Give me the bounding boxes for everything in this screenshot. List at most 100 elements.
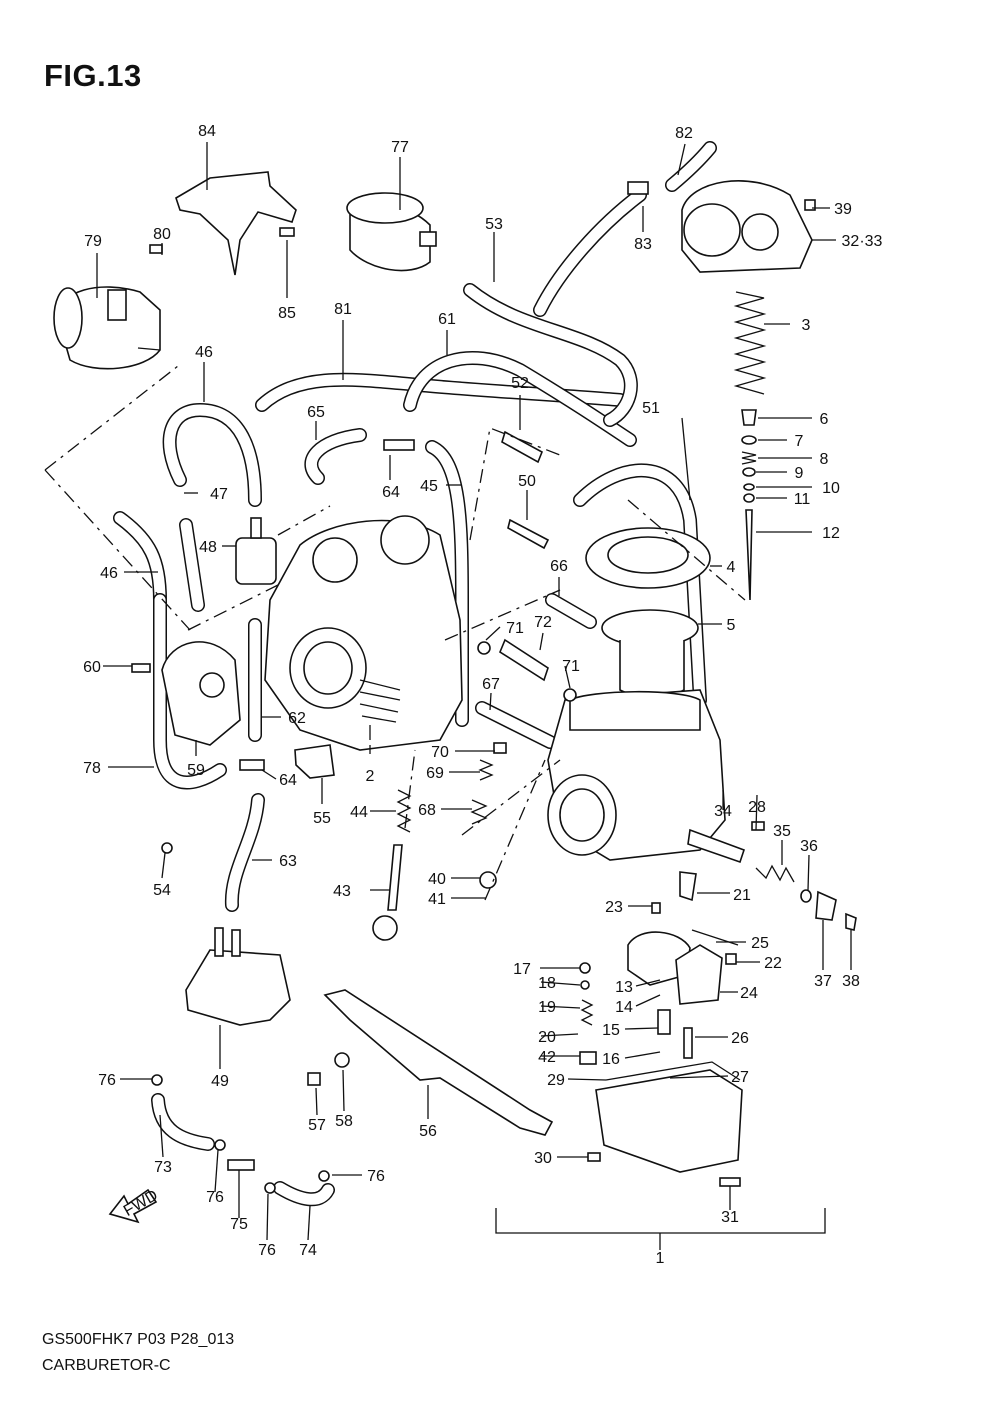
- callout-label: 78: [83, 760, 101, 777]
- callout-label: 27: [731, 1069, 749, 1086]
- callout-label: 41: [428, 891, 446, 908]
- callout-label: 50: [518, 473, 536, 490]
- solenoid-valve-49: [185, 927, 291, 1026]
- assembly-guide-lines: [44, 365, 746, 901]
- fwd-label: FWD: [121, 1187, 161, 1220]
- callout-label: 17: [513, 961, 531, 978]
- callout-label: 85: [278, 305, 296, 322]
- callout-label: 68: [418, 802, 436, 819]
- callout-label: 65: [307, 404, 325, 421]
- callout-label: 3: [802, 317, 811, 334]
- float-bowl-29: [595, 1061, 743, 1173]
- callout-label: 11: [794, 491, 811, 508]
- callout-label: 77: [391, 139, 409, 156]
- callout-label: 70: [431, 744, 449, 761]
- hose-74: [273, 1181, 335, 1207]
- callout-label: 55: [313, 810, 331, 827]
- diagram-code: GS500FHK7 P03 P28_013: [42, 1331, 235, 1348]
- bracket-56: [323, 989, 554, 1136]
- callout-label: 35: [773, 823, 791, 840]
- callout-label: 82: [675, 125, 693, 142]
- callout-label: 56: [419, 1123, 437, 1140]
- callout-label: 75: [230, 1216, 248, 1233]
- callout-label: 21: [733, 887, 751, 904]
- callout-label: 16: [602, 1051, 620, 1068]
- callout-label: 69: [426, 765, 444, 782]
- callout-label: 30: [534, 1150, 552, 1167]
- float-24: [627, 931, 723, 1005]
- carburetor-top-cap: [681, 180, 813, 273]
- callout-label: 64: [279, 772, 297, 789]
- filter-48: [235, 517, 277, 585]
- callout-labels: 1 2 3 4 5 6 7 8 9 10 11 12 13 14 15 16 1…: [83, 123, 882, 1267]
- callout-label: 63: [279, 853, 297, 870]
- diagram-caption: CARBURETOR-C: [42, 1357, 171, 1374]
- callout-label: 34: [714, 803, 732, 820]
- callout-label: 2: [366, 768, 375, 785]
- callout-label: 9: [795, 465, 804, 482]
- callout-label: 52: [511, 375, 529, 392]
- callout-label: 74: [299, 1242, 317, 1259]
- callout-label: 43: [333, 883, 351, 900]
- callout-label: 5: [727, 617, 736, 634]
- callout-label: 79: [84, 233, 102, 250]
- hose-82: [665, 141, 717, 192]
- callout-label: 73: [154, 1159, 172, 1176]
- callout-label: 76: [367, 1168, 385, 1185]
- callout-label: 60: [83, 659, 101, 676]
- callout-label: 39: [834, 201, 852, 218]
- callout-label: 42: [538, 1049, 556, 1066]
- jet-needle-parts: [741, 409, 757, 601]
- fuel-filter-77: [346, 192, 437, 272]
- callout-label: 71: [506, 620, 524, 637]
- leader-lines: [96, 142, 852, 1241]
- throttle-stop-screw-43: [372, 844, 403, 941]
- hose-63: [224, 793, 265, 912]
- throttle-cam-59: [161, 641, 241, 746]
- callout-label: 20: [538, 1029, 556, 1046]
- joint-fittings: [227, 181, 649, 1171]
- callout-label: 83: [634, 236, 652, 253]
- callout-label: 7: [795, 433, 804, 450]
- callout-label: 71: [562, 658, 580, 675]
- callout-label: 26: [731, 1030, 749, 1047]
- callout-label: 54: [153, 882, 171, 899]
- callout-label: 8: [820, 451, 829, 468]
- callout-label: 14: [615, 999, 633, 1016]
- hose-46-lower: [113, 511, 167, 607]
- hose-51: [573, 463, 707, 707]
- callout-label: 45: [420, 478, 438, 495]
- hose-73: [151, 1093, 215, 1151]
- hose-46-upper: [162, 402, 262, 507]
- callout-label: 6: [820, 411, 829, 428]
- callout-label: 64: [382, 484, 400, 501]
- callout-label: 28: [748, 799, 766, 816]
- assembly-bracket-1: [495, 1208, 826, 1250]
- callout-label: 4: [727, 559, 736, 576]
- callout-label: 36: [800, 838, 818, 855]
- bracket-84: [175, 171, 297, 276]
- carburetor-body-2: [264, 515, 463, 751]
- callout-label: 24: [740, 985, 758, 1002]
- callout-label: 23: [605, 899, 623, 916]
- callout-label: 13: [615, 979, 633, 996]
- hose-61: [403, 350, 637, 447]
- callout-label: 84: [198, 123, 216, 140]
- callout-label: 49: [211, 1073, 229, 1090]
- spring-3: [733, 291, 767, 395]
- clip-55: [294, 744, 335, 779]
- hose-78: [153, 593, 227, 790]
- callout-label: 81: [334, 301, 352, 318]
- callout-label: 51: [642, 400, 660, 417]
- callout-label: 62: [288, 710, 306, 727]
- callout-label: 1: [656, 1250, 665, 1267]
- callout-label: 46: [195, 344, 213, 361]
- callout-label: 38: [842, 973, 860, 990]
- callout-label: 76: [98, 1072, 116, 1089]
- forward-direction-arrow: FWD: [108, 1187, 161, 1224]
- callout-label: 29: [547, 1072, 565, 1089]
- callout-label: 44: [350, 804, 368, 821]
- callout-label: 46: [100, 565, 118, 582]
- callout-label: 25: [751, 935, 769, 952]
